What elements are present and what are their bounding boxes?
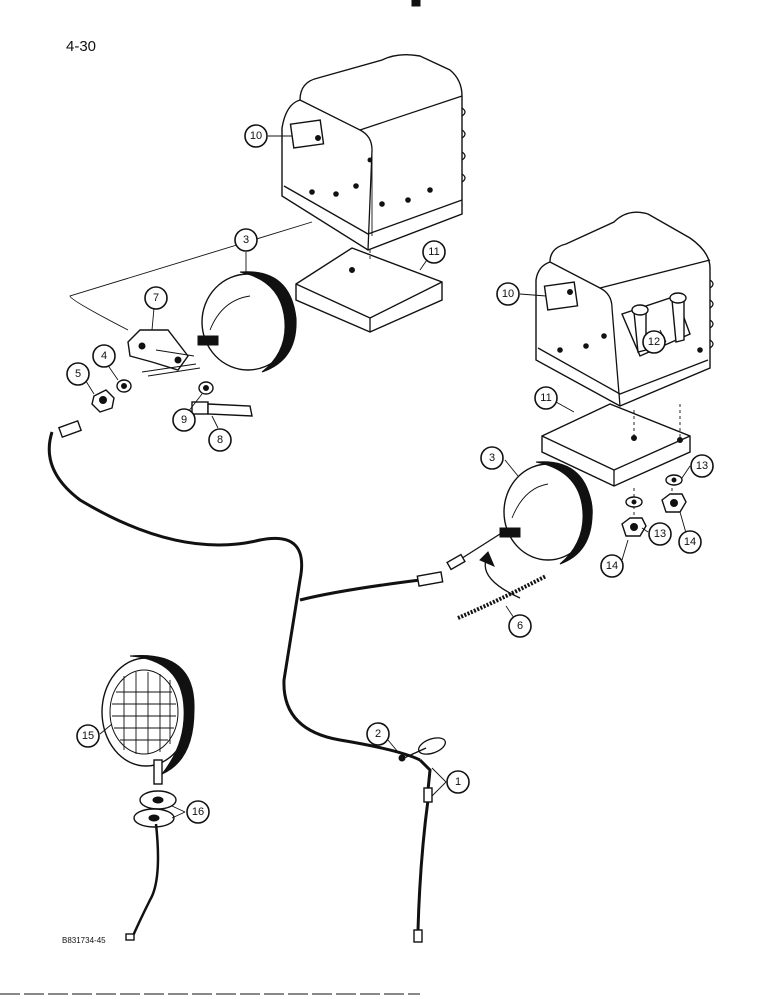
callout-2: 2	[366, 722, 390, 746]
mounting-bracket	[127, 329, 195, 371]
callout-label: 11	[540, 392, 551, 404]
upper-left-cab	[281, 53, 466, 251]
callout-label: 6	[517, 620, 523, 632]
callout-12: 12	[642, 330, 666, 354]
figure-code: B831734-45	[62, 936, 106, 945]
callout-label: 13	[654, 528, 666, 540]
callout-8: 8	[208, 428, 232, 452]
callout-label: 14	[606, 560, 618, 572]
top-edge-mark	[411, 0, 421, 7]
callout-15: 15	[76, 724, 100, 748]
callout-13-upper: 13	[690, 454, 714, 478]
callout-6: 6	[508, 614, 532, 638]
callout-14-right: 14	[678, 530, 702, 554]
page-number: 4-30	[66, 38, 97, 55]
right-cab	[535, 211, 714, 407]
right-base-plate	[541, 403, 691, 520]
callout-label: 7	[153, 292, 159, 304]
callout-label: 3	[243, 234, 249, 246]
upper-left-base-plate	[295, 247, 443, 333]
wiring-harness	[47, 431, 444, 943]
callout-label: 5	[75, 368, 81, 380]
callout-label: 13	[696, 460, 708, 472]
callout-label: 4	[101, 350, 107, 362]
callout-16: 16	[186, 800, 210, 824]
callout-7: 7	[144, 286, 168, 310]
cable-tie	[398, 737, 447, 762]
fastener-hardware-left	[57, 363, 253, 439]
grommet	[125, 790, 177, 941]
callout-5: 5	[66, 362, 90, 386]
callout-4: 4	[92, 344, 116, 368]
callout-label: 16	[192, 806, 204, 818]
callout-11-upper: 11	[422, 240, 446, 264]
callout-10-right: 10	[496, 282, 520, 306]
callout-1: 1	[446, 770, 470, 794]
callout-label: 3	[489, 452, 495, 464]
callout-14-left: 14	[600, 554, 624, 578]
callout-3-right: 3	[480, 446, 504, 470]
right-work-lamp	[446, 461, 593, 571]
callout-label: 12	[648, 336, 660, 348]
flood-lamp	[101, 654, 195, 785]
callout-9: 9	[172, 408, 196, 432]
callout-label: 11	[428, 246, 439, 258]
callout-13-lower: 13	[648, 522, 672, 546]
callout-label: 2	[375, 728, 381, 740]
right-fastener-nuts	[621, 474, 687, 537]
callout-label: 10	[250, 130, 262, 142]
callout-3-upper: 3	[234, 228, 258, 252]
callout-label: 8	[217, 434, 223, 446]
heat-shrink-tube	[457, 551, 547, 620]
upper-left-work-lamp	[197, 271, 297, 373]
callout-10-upper: 10	[244, 124, 268, 148]
callout-11-right: 11	[534, 386, 558, 410]
callout-label: 1	[455, 776, 461, 788]
leader-line	[69, 221, 313, 331]
callout-label: 15	[82, 730, 94, 742]
callout-label: 14	[684, 536, 696, 548]
callout-label: 10	[502, 288, 514, 300]
callout-label: 9	[181, 414, 187, 426]
